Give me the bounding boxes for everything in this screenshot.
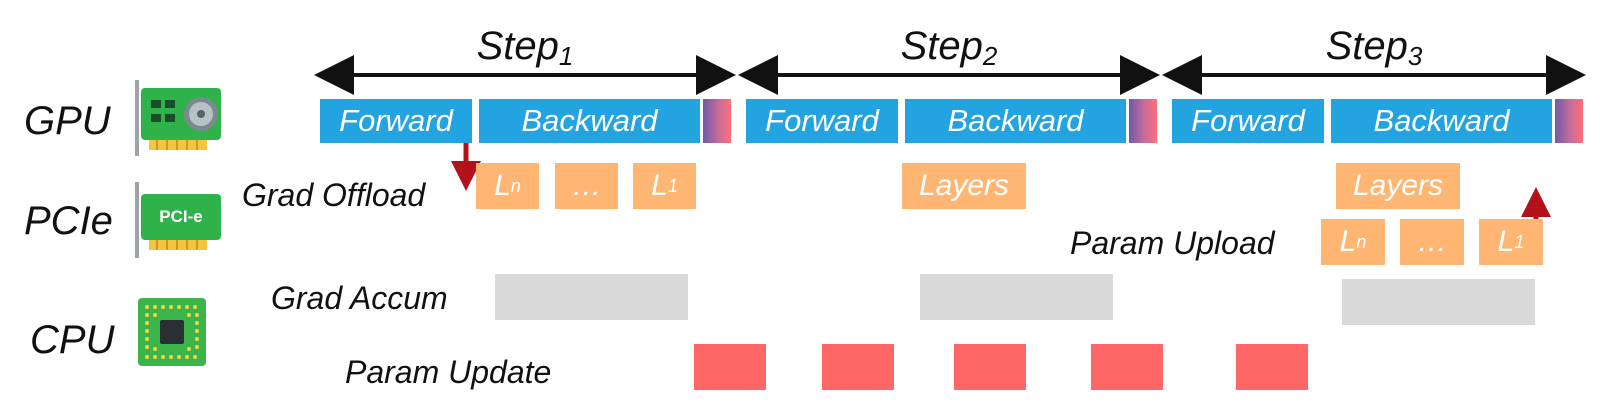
cpu-chip-icon [138, 298, 206, 366]
gpu-row-label: GPU [24, 99, 111, 143]
grad-accum-block-step-3 [1342, 279, 1535, 325]
step-1-label: Step1 [476, 24, 574, 71]
gpu-forward-step-3: Forward [1172, 99, 1324, 143]
grad-accum-block-step-2 [920, 274, 1113, 320]
pcie-chip-text: PCI-e [159, 207, 203, 226]
gpu-optimizer-step-1 [703, 99, 731, 143]
step-3-label: Step3 [1325, 24, 1423, 71]
param-update-block-2 [822, 344, 894, 390]
pcie-offload-ellipsis: … [555, 163, 618, 209]
pcie-upload-ellipsis: … [1400, 219, 1464, 265]
param-update-label: Param Update [345, 354, 552, 390]
grad-offload-label: Grad Offload [242, 177, 426, 213]
pcie-layers-step-3: Layers [1336, 163, 1460, 209]
param-upload-label: Param Upload [1070, 225, 1275, 261]
step-2-label: Step2 [900, 24, 998, 71]
gpu-backward-step-3: Backward [1331, 99, 1552, 143]
pcie-layers-step-2: Layers [902, 163, 1026, 209]
cpu-row-label: CPU [30, 318, 115, 362]
param-update-block-3 [954, 344, 1026, 390]
pcie-card-icon: PCI-e [131, 182, 223, 258]
pcie-row-label: PCIe [24, 199, 113, 243]
gpu-backward-step-2: Backward [905, 99, 1126, 143]
param-update-block-4 [1091, 344, 1163, 390]
grad-accum-label: Grad Accum [271, 280, 448, 316]
gpu-forward-step-1: Forward [320, 99, 472, 143]
gpu-optimizer-step-3 [1555, 99, 1583, 143]
grad-accum-block-step-1 [495, 274, 688, 320]
gpu-forward-step-2: Forward [746, 99, 898, 143]
param-update-block-5 [1236, 344, 1308, 390]
gpu-card-icon [135, 80, 221, 156]
param-update-block-1 [694, 344, 766, 390]
gpu-optimizer-step-2 [1129, 99, 1157, 143]
gpu-backward-step-1: Backward [479, 99, 700, 143]
